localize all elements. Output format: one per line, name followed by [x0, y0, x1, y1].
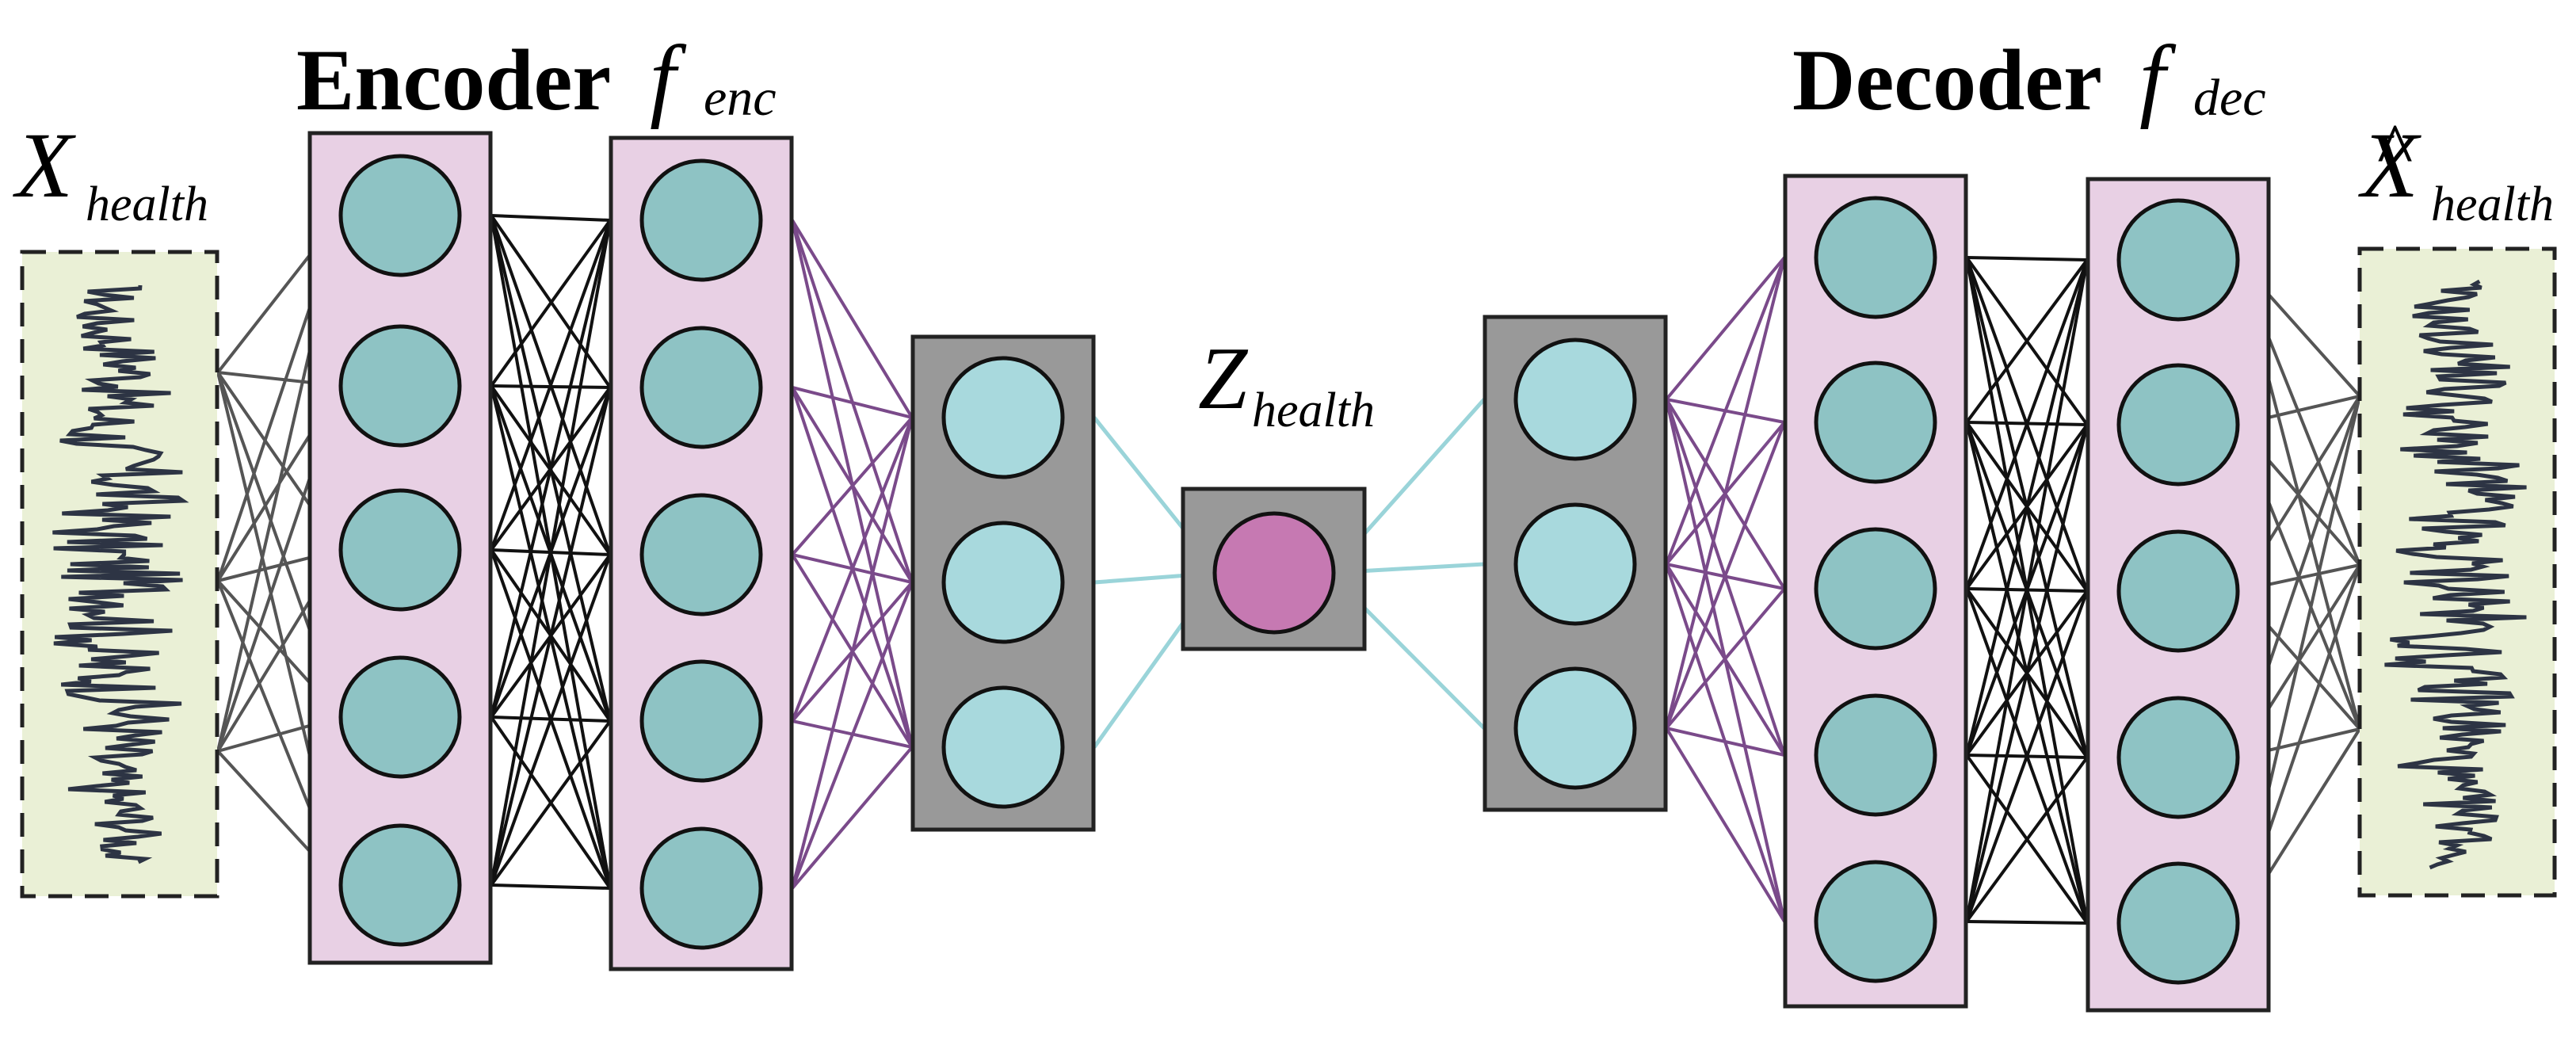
neuron-node: [639, 659, 763, 783]
decoder-edge: [1966, 256, 2088, 261]
latent-symbol: Z: [1198, 330, 1249, 428]
neuron-node: [941, 356, 1065, 479]
decoder-function-symbol: f: [2139, 26, 2177, 130]
decoder-edge: [1966, 920, 2088, 925]
encoder-edge: [490, 883, 611, 890]
neuron-node: [639, 326, 763, 449]
encoder-edge: [490, 219, 612, 387]
decoder-edge: [1665, 256, 1786, 401]
encoder-edge: [791, 746, 914, 890]
output-hat: ^: [2376, 108, 2412, 193]
latent-node: [1212, 511, 1336, 635]
output-symbol: X: [2358, 113, 2421, 217]
encoder-edge: [792, 386, 913, 419]
neuron-node: [2116, 529, 2240, 653]
encoder-edge: [791, 417, 914, 889]
neuron-node: [2116, 861, 2240, 985]
neuron-node: [941, 521, 1065, 644]
encoder-function-symbol: f: [650, 26, 687, 130]
decoder-edge: [1665, 587, 1786, 730]
decoder-edge: [1665, 257, 1786, 565]
neuron-node: [1814, 693, 1937, 817]
encoder-function-subscript: enc: [704, 69, 777, 127]
neuron-node: [639, 493, 763, 616]
input-subscript: health: [86, 177, 208, 231]
neuron-nodes: [338, 154, 2240, 985]
neuron-node: [1814, 196, 1937, 319]
decoder-edge: [1965, 259, 2089, 590]
decoder-edge: [1665, 257, 1786, 729]
decoder-edge: [1965, 259, 2089, 756]
neuron-node: [338, 154, 462, 277]
encoder-edge: [791, 416, 914, 556]
decoder-edge: [1666, 727, 1785, 757]
encoder-edge: [791, 417, 914, 722]
input-waveform: [52, 284, 189, 864]
decoder-edge: [1965, 259, 2089, 922]
neuron-node: [2116, 363, 2240, 487]
neuron-node: [1513, 502, 1637, 626]
encoder-edge: [490, 719, 612, 887]
decoder-edge: [1965, 258, 2089, 424]
neuron-node: [338, 488, 462, 612]
encoder-edge: [490, 214, 611, 222]
neuron-node: [1814, 527, 1937, 651]
neuron-node: [338, 655, 462, 779]
neuron-node: [2116, 696, 2240, 819]
encoder-edge: [490, 219, 612, 718]
encoder-edge: [490, 219, 612, 551]
output-waveform: [2384, 279, 2527, 870]
input-symbol: X: [13, 113, 76, 217]
decoder-edge: [1965, 590, 2089, 922]
decoder-function-subscript: dec: [2193, 69, 2266, 127]
encoder-edge: [490, 219, 612, 886]
neuron-node: [2116, 198, 2240, 322]
neuron-node: [1814, 860, 1937, 983]
neuron-node: [1513, 338, 1637, 461]
neuron-node: [338, 324, 462, 448]
encoder-title: Encoder: [296, 32, 611, 128]
decoder-edge: [1965, 756, 2089, 923]
latent-subscript: health: [1252, 384, 1375, 437]
encoder-edge: [791, 219, 914, 419]
neuron-node: [639, 158, 763, 282]
decoder-title: Decoder: [1792, 32, 2102, 128]
encoder-edge: [791, 582, 914, 889]
encoder-edge: [490, 387, 612, 886]
encoder-edge: [490, 554, 612, 886]
neuron-node: [338, 823, 462, 947]
decoder-edge: [1965, 424, 2089, 922]
output-subscript: health: [2431, 177, 2554, 231]
neuron-node: [941, 685, 1065, 809]
neuron-node: [1513, 666, 1637, 790]
neuron-node: [1814, 361, 1937, 484]
decoder-edge: [1665, 727, 1786, 923]
decoder-edge: [1665, 422, 1786, 729]
neuron-node: [639, 826, 763, 950]
